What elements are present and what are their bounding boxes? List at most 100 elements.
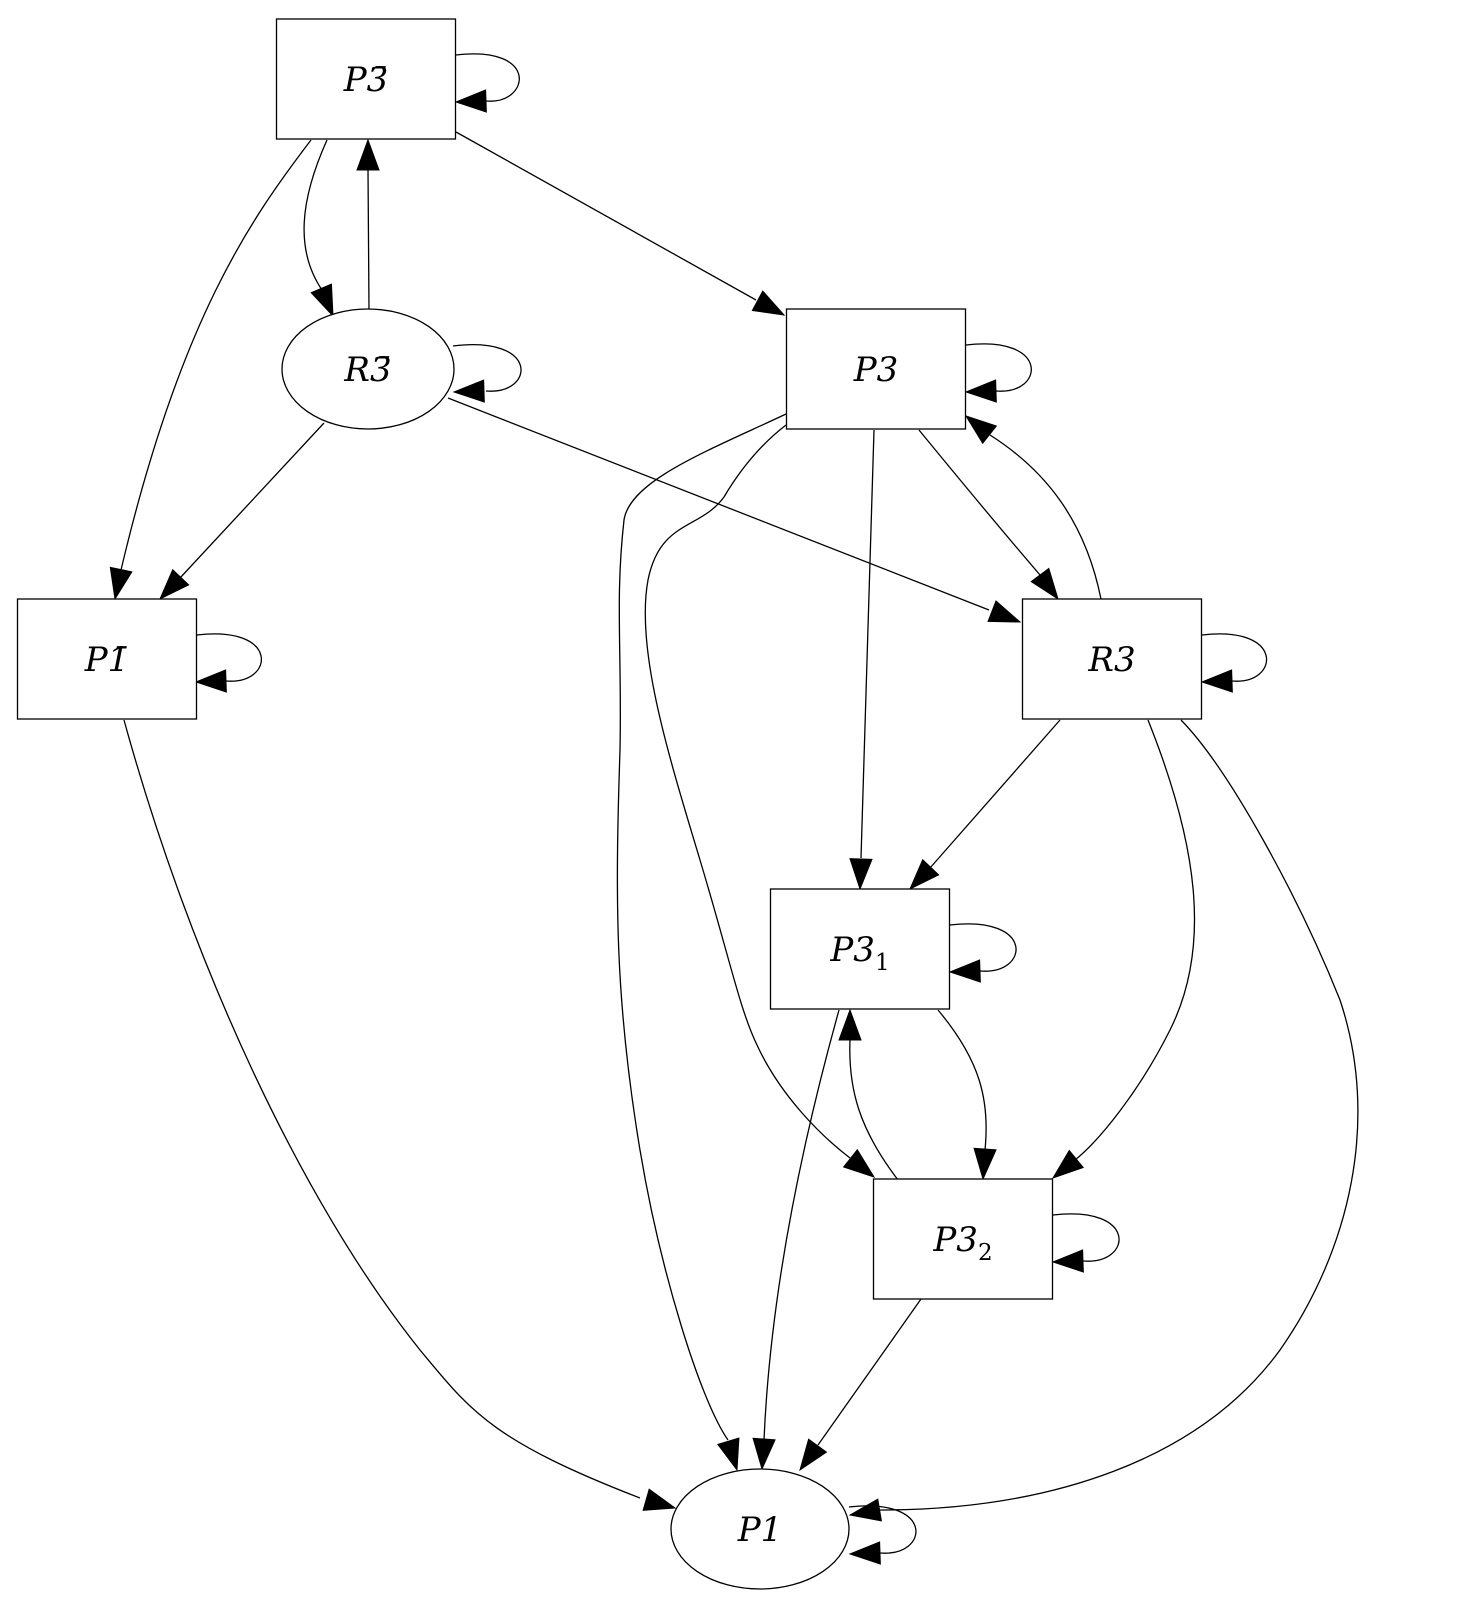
edge-P3-to-P3_1 xyxy=(849,429,875,891)
edge-line xyxy=(452,344,522,392)
arrowhead xyxy=(848,1498,883,1522)
edge-line xyxy=(455,131,757,301)
arrowhead xyxy=(717,1437,740,1472)
edge-R3-to-P3 xyxy=(964,415,1102,600)
edge-line xyxy=(196,633,262,682)
node-box xyxy=(769,888,951,1010)
node-box xyxy=(275,18,457,140)
edge-line xyxy=(179,422,325,579)
arrowhead xyxy=(799,1438,828,1472)
node-box xyxy=(785,308,967,430)
arrowhead xyxy=(454,89,487,113)
node-label: P3 xyxy=(853,350,899,390)
edge-line xyxy=(949,923,1017,972)
arrowhead xyxy=(194,669,227,693)
node-label-text: P3̄ xyxy=(343,60,389,100)
arrowhead xyxy=(1030,567,1059,601)
node-R3[interactable]: R3 xyxy=(1021,598,1203,720)
arrowhead xyxy=(752,1437,776,1471)
edge-P3_2-to-P3_2 xyxy=(1051,1213,1120,1273)
node-label-text: R3̄ xyxy=(343,350,391,390)
node-P1bar[interactable]: P1̄ xyxy=(16,598,198,720)
edges-layer xyxy=(109,53,1359,1565)
edge-R3bar-to-R3bar xyxy=(452,344,522,403)
edge-line xyxy=(965,343,1032,392)
edge-P3_1-to-P1 xyxy=(752,1009,840,1471)
edge-R3-to-P3_1 xyxy=(908,719,1061,891)
edge-line xyxy=(1052,1213,1120,1262)
node-label-text: P1 xyxy=(737,1510,783,1550)
edge-line xyxy=(1201,633,1268,682)
arrowhead xyxy=(849,858,873,891)
arrowhead xyxy=(109,566,133,601)
edge-R3-to-R3 xyxy=(1200,633,1268,693)
node-P3[interactable]: P3 xyxy=(785,308,967,430)
arrowhead xyxy=(964,379,997,403)
arrowhead xyxy=(838,1008,862,1041)
node-label: R3̄ xyxy=(343,350,391,390)
arrowhead xyxy=(158,568,190,601)
edge-R3bar-to-P3bar xyxy=(356,138,380,310)
node-label: P32 xyxy=(932,1220,992,1266)
edge-line xyxy=(303,139,328,291)
node-box xyxy=(872,1178,1054,1300)
arrowhead xyxy=(948,959,981,983)
arrowhead xyxy=(908,858,940,891)
arrowhead xyxy=(987,600,1022,623)
edge-line xyxy=(455,53,520,102)
edge-P3bar-to-P3 xyxy=(455,131,786,316)
arrowhead xyxy=(1051,1249,1084,1273)
edge-P3_2-to-P3_1 xyxy=(838,1008,899,1181)
edge-R3bar-to-P1bar xyxy=(158,422,325,601)
edge-line xyxy=(918,429,1041,576)
node-P1[interactable]: P1 xyxy=(670,1468,850,1590)
node-label: P3̄ xyxy=(343,60,389,100)
edge-line xyxy=(860,429,875,859)
edge-line xyxy=(937,1009,987,1151)
arrowhead xyxy=(973,1147,997,1181)
edge-P3-to-P3 xyxy=(964,343,1032,403)
edge-P1-to-P1 xyxy=(848,1505,917,1565)
node-P3bar[interactable]: P3̄ xyxy=(275,18,457,140)
edge-line xyxy=(848,1505,917,1554)
edge-P3-to-R3 xyxy=(918,429,1059,601)
edge-P3bar-to-R3bar xyxy=(303,139,334,318)
arrowhead xyxy=(964,415,998,445)
node-label: P1̄ xyxy=(84,640,130,680)
node-label-text: P3 xyxy=(932,1220,978,1260)
edge-line xyxy=(120,139,312,571)
node-label: P1 xyxy=(737,1510,783,1550)
edge-P3-to-P3_2 xyxy=(644,424,876,1178)
arrowhead xyxy=(848,1541,881,1565)
arrowhead xyxy=(310,283,334,318)
node-P3_2[interactable]: P32 xyxy=(872,1178,1054,1300)
arrowhead xyxy=(842,1148,876,1178)
edge-line xyxy=(367,169,370,310)
edge-P3-to-P1 xyxy=(616,413,787,1472)
arrowhead xyxy=(356,138,380,171)
node-label-text: P1̄ xyxy=(84,640,130,680)
edge-line xyxy=(644,424,851,1159)
edge-line xyxy=(817,1298,922,1446)
edge-line xyxy=(929,719,1061,869)
arrowhead xyxy=(1051,1149,1085,1179)
node-ellipse xyxy=(670,1468,850,1590)
edge-P3bar-to-P1bar xyxy=(109,139,312,601)
node-label: P31 xyxy=(829,930,889,976)
node-P3_1[interactable]: P31 xyxy=(769,888,951,1010)
edge-line xyxy=(849,1039,899,1181)
node-box xyxy=(16,598,198,720)
edge-P3_1-to-P3_1 xyxy=(948,923,1017,983)
edge-P1bar-to-P1 xyxy=(123,719,677,1511)
node-R3bar[interactable]: R3̄ xyxy=(281,308,455,430)
edge-line xyxy=(763,1009,840,1441)
arrowhead xyxy=(1200,669,1233,693)
edge-line xyxy=(989,434,1102,600)
edge-R3-to-P1 xyxy=(848,719,1359,1522)
node-label: R3 xyxy=(1087,640,1135,680)
node-label-text: R3 xyxy=(1087,640,1135,680)
edge-P3bar-to-P3bar xyxy=(454,53,520,113)
edge-P3_1-to-P3_2 xyxy=(937,1009,997,1181)
